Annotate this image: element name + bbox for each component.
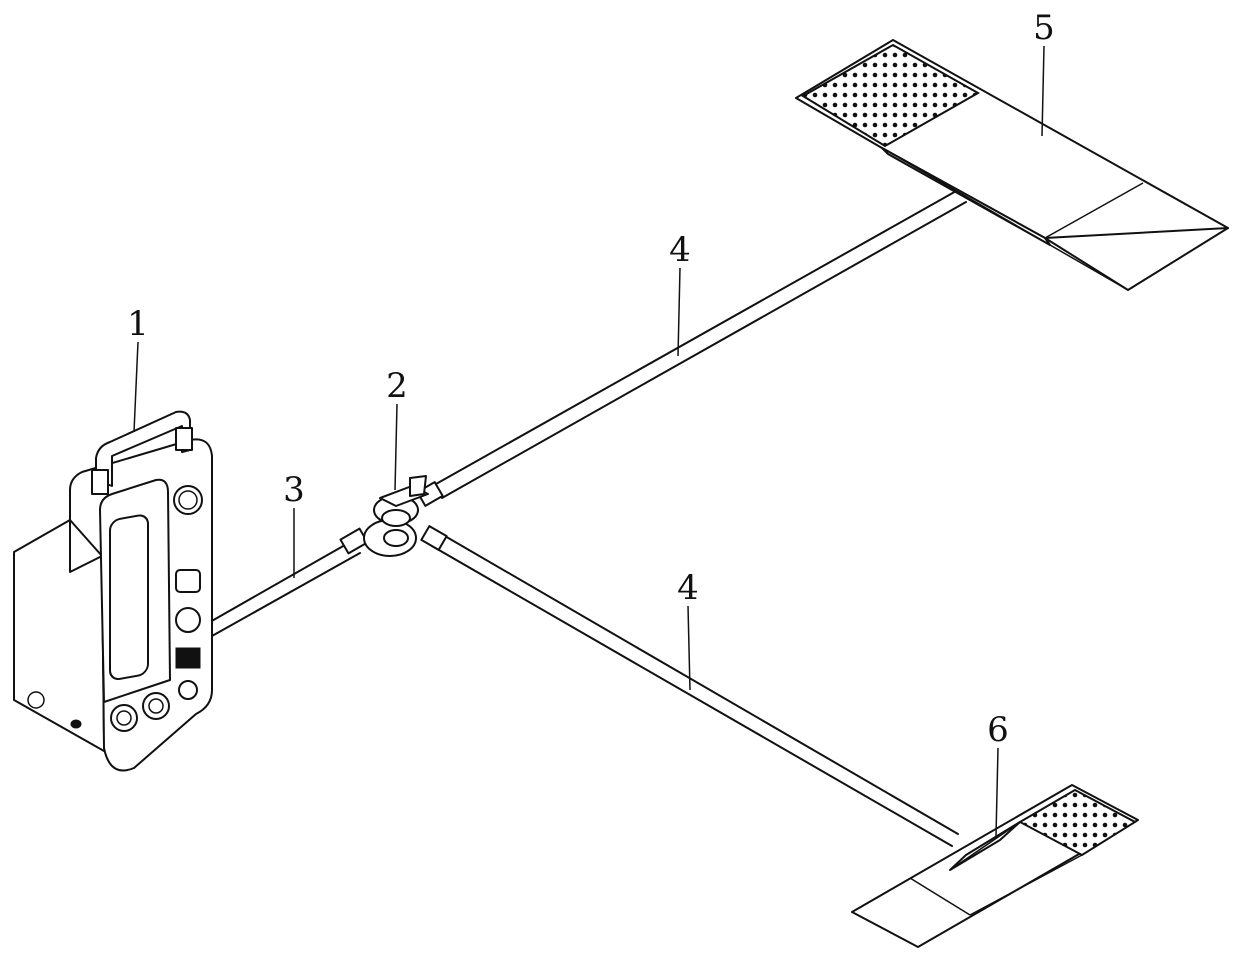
main-tube (210, 541, 360, 636)
branch-tube-upper (436, 190, 966, 498)
label-device: 1 (127, 304, 149, 344)
label-pad-large: 5 (1033, 8, 1055, 48)
label-pad-small: 6 (987, 710, 1009, 750)
label-branch-tube-lower: 4 (677, 568, 699, 608)
electrode-pad-small (852, 785, 1138, 947)
t-connector (340, 476, 446, 556)
label-connector: 2 (386, 366, 408, 406)
electrode-pad-large (796, 40, 1228, 290)
control-device (14, 412, 212, 771)
label-main-tube: 3 (283, 470, 305, 510)
label-branch-tube-upper: 4 (669, 230, 691, 270)
